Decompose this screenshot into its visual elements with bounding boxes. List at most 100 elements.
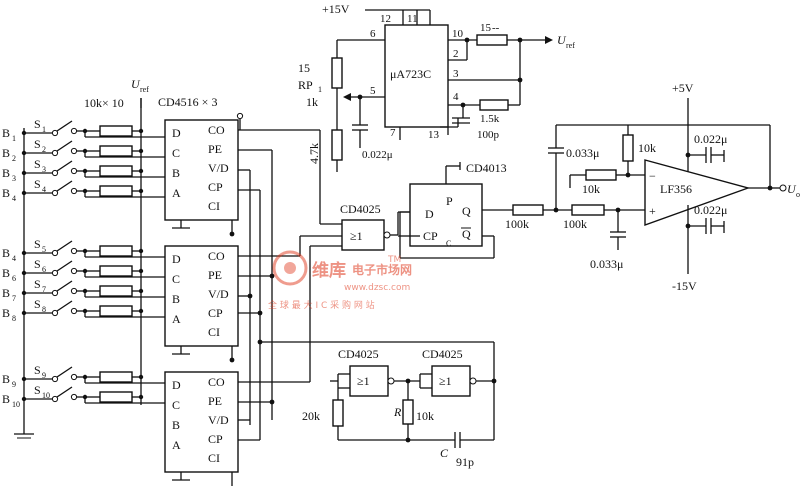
svg-text:8: 8 (42, 305, 46, 314)
svg-text:10k: 10k (638, 141, 656, 155)
output-uo-label: U (787, 182, 797, 196)
switch-contact (51, 395, 59, 403)
svg-text:1: 1 (318, 85, 322, 94)
resistor-10k (99, 305, 133, 317)
svg-text:7: 7 (12, 294, 16, 303)
resistor-15 (476, 34, 508, 46)
svg-text:TM: TM (387, 255, 401, 265)
resistor-10k (99, 265, 133, 277)
pin-label: CP (208, 306, 223, 320)
svg-text:P: P (446, 194, 453, 208)
svg-text:7: 7 (390, 127, 396, 139)
pin-label: A (172, 186, 181, 200)
interconnect (229, 112, 494, 441)
pin-label: B (172, 418, 180, 432)
pin-label: C (172, 398, 180, 412)
svg-text:100k: 100k (563, 217, 587, 231)
supply-15v-label: +15V (322, 2, 350, 16)
switch-s-label: S (34, 277, 41, 291)
svg-text:5: 5 (370, 85, 376, 97)
switch-b-label: B (2, 372, 10, 386)
resistor-10k (99, 285, 133, 297)
svg-text:4: 4 (42, 185, 46, 194)
ua723c-label: μA723C (390, 67, 431, 81)
lf356-opamp (644, 159, 751, 226)
svg-text:−: − (649, 169, 656, 183)
svg-text:4: 4 (453, 91, 459, 103)
rp1-label: RP (298, 78, 313, 92)
resistor-100k-2 (571, 204, 605, 216)
svg-text:+: + (649, 204, 656, 218)
pin-label: B (172, 166, 180, 180)
switch-b-label: B (2, 306, 10, 320)
resistor-10k (99, 145, 133, 157)
svg-text:9: 9 (12, 380, 16, 389)
cd4013-chip (409, 183, 483, 247)
switch-contact (51, 269, 59, 277)
svg-text:10: 10 (452, 28, 464, 40)
pin-label: V/D (208, 287, 229, 301)
resistor-10k (99, 371, 133, 383)
resistor-20k (332, 399, 344, 427)
pin-label: D (172, 378, 181, 392)
switch-b-label: B (2, 146, 10, 160)
svg-text:2: 2 (453, 48, 459, 60)
switch-contact (51, 375, 59, 383)
pin-label: A (172, 438, 181, 452)
svg-text:100k: 100k (505, 217, 529, 231)
pin-label: V/D (208, 161, 229, 175)
supply-minus15v-label: -15V (672, 279, 697, 293)
resistor-10k-in (585, 169, 617, 181)
switch-b-label: B (2, 246, 10, 260)
supply-plus5v-label: +5V (672, 81, 694, 95)
c-022-label: 0.022μ (362, 149, 393, 161)
svg-text:C: C (446, 239, 451, 248)
switch-s-label: S (34, 383, 41, 397)
switch-contact (51, 129, 59, 137)
regulator-block: μA723C +15V 12 11 10 15 -- U ref 2 3 (298, 2, 575, 172)
switch-b-label: B (2, 166, 10, 180)
svg-text:6: 6 (42, 265, 46, 274)
svg-text:≥1: ≥1 (439, 374, 452, 388)
nor-gate-main (341, 219, 385, 251)
pin-label: CI (208, 199, 220, 213)
switch-contact (51, 189, 59, 197)
pin-label: CI (208, 325, 220, 339)
pin-label: CI (208, 451, 220, 465)
svg-text:15: 15 (298, 61, 310, 75)
svg-text:o: o (796, 190, 800, 199)
output-stage: 100k 100k 0.033μ 0.033μ LF356 − + U o (482, 81, 800, 293)
svg-text:ref: ref (140, 85, 149, 94)
svg-text:10: 10 (12, 400, 20, 409)
resistor-10k-fb (622, 134, 634, 162)
resistor-4-7k (331, 129, 343, 161)
svg-text:ref: ref (566, 41, 575, 50)
svg-text:3: 3 (42, 165, 46, 174)
pin-label: CP (208, 180, 223, 194)
ua723c-chip (384, 24, 449, 128)
resistor-1-5k (479, 99, 509, 111)
svg-text:15: 15 (480, 22, 492, 34)
flip-flop-block: CD4013 D P Q CP C Q (399, 161, 507, 259)
osc-gate1-label: CD4025 (338, 347, 379, 361)
svg-text:7: 7 (42, 285, 46, 294)
svg-text:Q: Q (462, 204, 471, 218)
svg-text:0.033μ: 0.033μ (590, 257, 623, 271)
c-100p-label: 100p (477, 129, 500, 141)
svg-text:电子市场网: 电子市场网 (352, 262, 412, 277)
svg-text:全 球 最 大 I C 采 购 网 站: 全 球 最 大 I C 采 购 网 站 (268, 299, 375, 311)
svg-text:5: 5 (42, 245, 46, 254)
pin-label: CO (208, 249, 225, 263)
svg-text:91p: 91p (456, 455, 474, 469)
uref-out-label: U (557, 33, 567, 47)
